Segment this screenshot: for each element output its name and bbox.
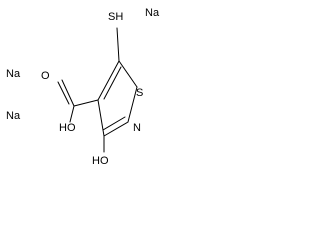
bond-n2-c3-a [103,121,129,137]
bond-c4-ccooh [73,99,99,107]
carbonyl-oxygen-label: O [41,70,50,82]
bond-ccooh-o-a [61,79,75,107]
bond-c5-s1 [118,60,138,88]
bond-ccooh-oh [69,105,75,123]
sodium-label-top: Na [145,7,160,19]
acid-hydroxyl-label: HO [59,122,76,134]
ring-sulfur-label: S [136,87,143,99]
bond-n2-c3-b [102,116,126,131]
ring-hydroxyl-label: HO [92,155,109,167]
bond-ccooh-o-b [57,81,70,105]
bond-c4-c5-a [97,60,120,101]
thiol-label: SH [108,11,123,23]
ring-nitrogen-label: N [133,122,141,134]
atom-labels: Na Na Na SH S N O HO HO [6,7,160,167]
bond-c4-c5-b [103,66,122,100]
bond-c3-c4 [97,99,105,137]
bond-s1-n2 [127,86,138,123]
bond-c5-sh [116,27,120,62]
molecule-structure: Na Na Na SH S N O HO HO [6,7,160,167]
bond-group [57,27,138,153]
sodium-label-middle: Na [6,68,21,80]
sodium-label-bottom: Na [6,110,21,122]
